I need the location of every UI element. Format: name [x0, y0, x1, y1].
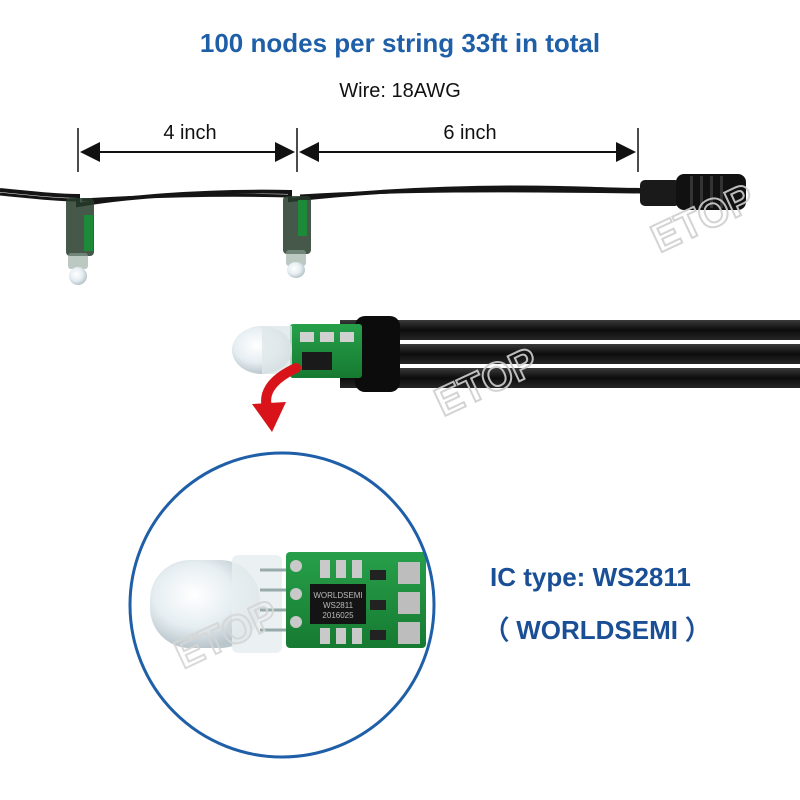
magnified-view: WORLDSEMI WS2811 2016025 ETOP [128, 451, 436, 759]
top-light-string [0, 174, 746, 285]
page-title: 100 nodes per string 33ft in total [199, 28, 601, 58]
ic-brand-label: （ WORLDSEMI ） [483, 615, 712, 645]
chip-marking-line3: 2016025 [322, 611, 354, 620]
dimension-lines [77, 128, 639, 172]
left-spacing-label: 4 inch [163, 122, 217, 144]
closeup-cable [232, 316, 800, 392]
led-node-1 [66, 198, 94, 285]
magnify-circle-border [128, 451, 436, 759]
chip-marking-line2: WS2811 [323, 601, 354, 610]
ic-type-label: IC type: WS2811 [490, 562, 691, 592]
led-node-2 [283, 196, 311, 278]
chip-marking-line1: WORLDSEMI [313, 591, 362, 600]
wire-spec: Wire: 18AWG [339, 80, 461, 102]
waterproof-connector [640, 174, 746, 210]
red-pointer-arrow [252, 363, 301, 432]
right-spacing-label: 6 inch [443, 122, 497, 144]
